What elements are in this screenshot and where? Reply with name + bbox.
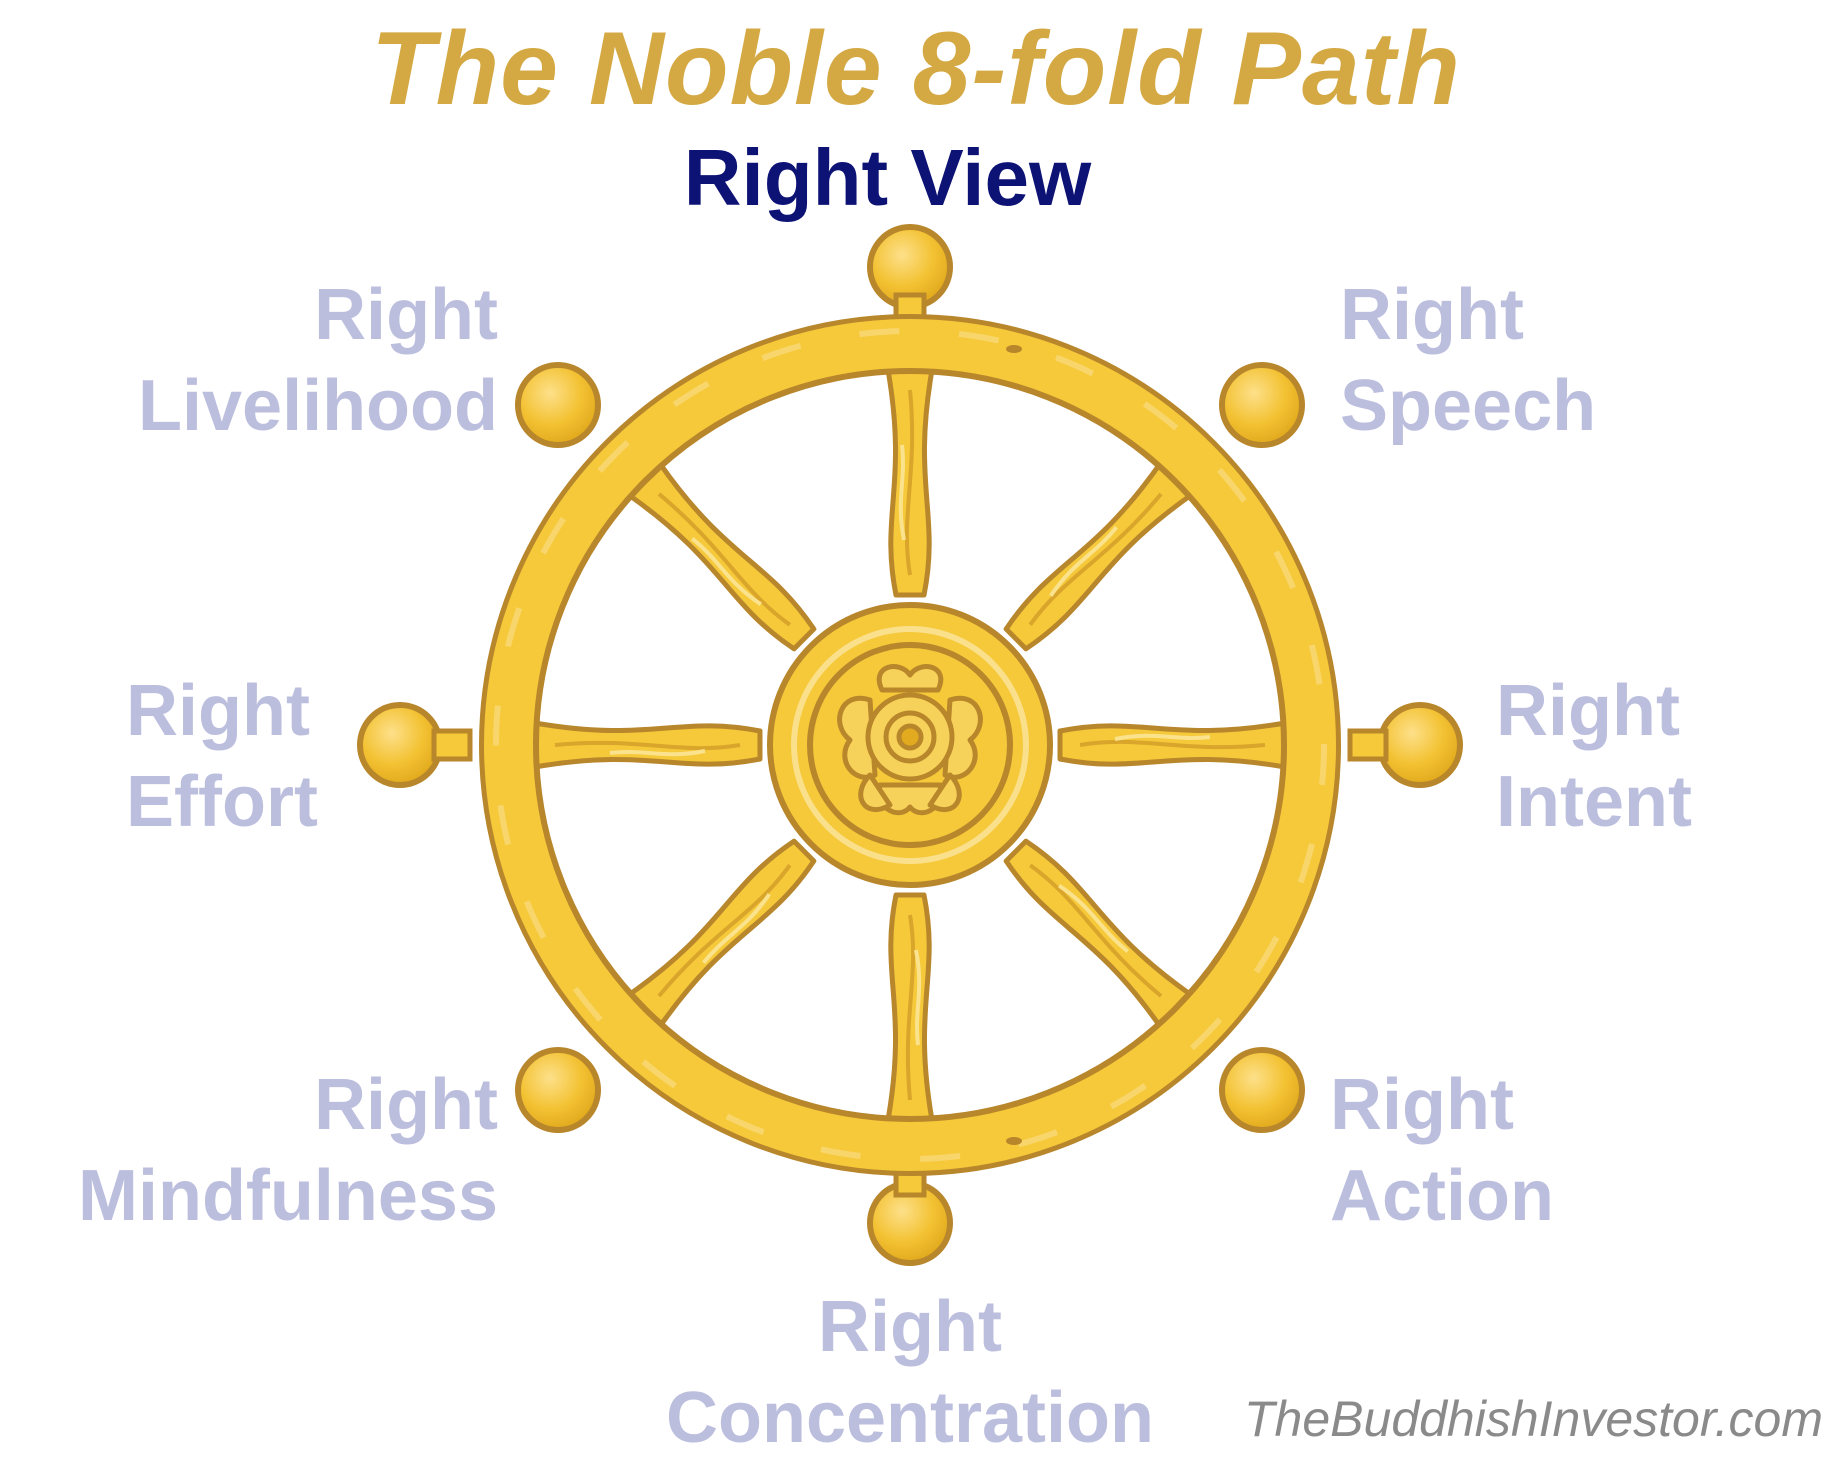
label-right-intent-line2: Intent: [1496, 757, 1816, 848]
label-right-effort: Right Effort: [126, 666, 426, 848]
label-right-concentration-line2: Concentration: [640, 1373, 1180, 1464]
label-right-action-line2: Action: [1330, 1151, 1690, 1242]
label-right-livelihood-line2: Livelihood: [100, 361, 498, 452]
label-right-intent-line1: Right: [1496, 666, 1816, 757]
website-credit: TheBuddhishInvestor.com: [1244, 1394, 1823, 1444]
label-right-mindfulness: Right Mindfulness: [40, 1060, 498, 1242]
label-right-speech-line2: Speech: [1340, 361, 1740, 452]
label-right-action-line1: Right: [1330, 1060, 1690, 1151]
label-right-speech-line1: Right: [1340, 270, 1740, 361]
label-right-livelihood: Right Livelihood: [100, 270, 498, 452]
label-right-concentration-line1: Right: [640, 1282, 1180, 1373]
label-right-mindfulness-line2: Mindfulness: [40, 1151, 498, 1242]
label-right-effort-line2: Effort: [126, 757, 426, 848]
label-right-concentration: Right Concentration: [640, 1282, 1180, 1464]
label-right-mindfulness-line1: Right: [40, 1060, 498, 1151]
label-right-effort-line1: Right: [126, 666, 426, 757]
label-right-intent: Right Intent: [1496, 666, 1816, 848]
label-right-action: Right Action: [1330, 1060, 1690, 1242]
label-right-speech: Right Speech: [1340, 270, 1740, 452]
label-right-livelihood-line1: Right: [100, 270, 498, 361]
